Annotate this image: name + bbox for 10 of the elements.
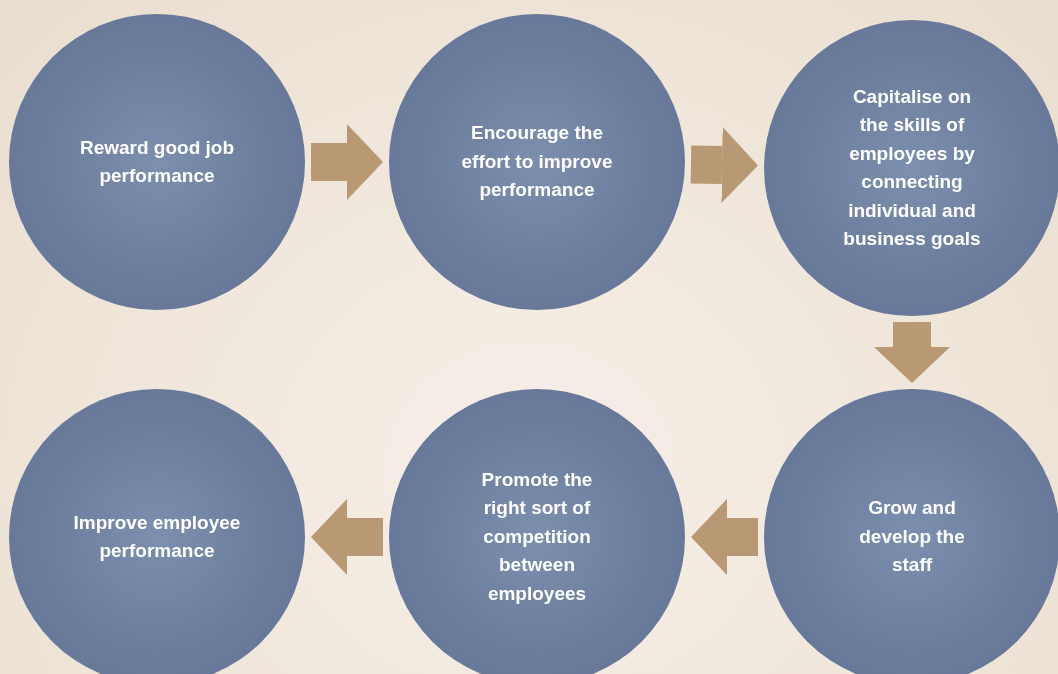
node-label: Promote the right sort of competition between employees bbox=[480, 467, 594, 606]
block-arrow bbox=[311, 124, 383, 200]
node-label: Capitalise on the skills of employees by connecting individual and business goals bbox=[842, 84, 982, 251]
node-label: Grow and develop the staff bbox=[858, 496, 966, 578]
block-arrow bbox=[874, 322, 950, 383]
node-label: Encourage the effort to improve performance bbox=[460, 121, 614, 203]
node-label: Improve employee performance bbox=[72, 510, 242, 563]
block-arrow bbox=[690, 126, 758, 203]
block-arrow bbox=[691, 499, 758, 575]
node-label: Reward good job performance bbox=[78, 135, 236, 188]
